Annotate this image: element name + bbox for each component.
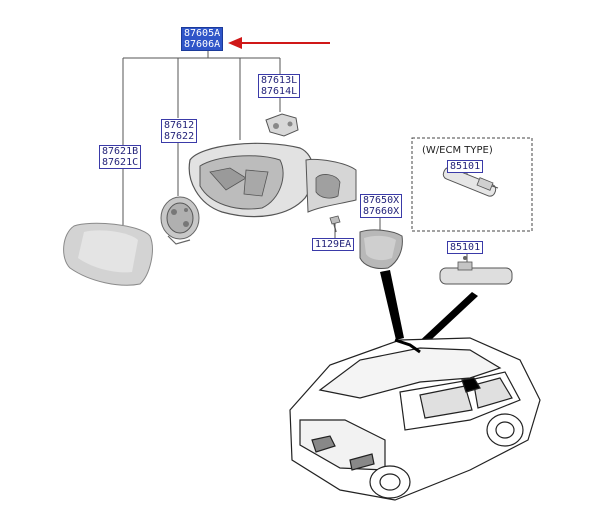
callout-glass-1: 87621B bbox=[102, 146, 139, 157]
ecm-option-box bbox=[411, 137, 533, 232]
mirror-housing bbox=[188, 142, 357, 218]
callout-inside-mirror[interactable]: 85101 bbox=[447, 241, 484, 254]
screw-part bbox=[329, 215, 341, 233]
callout-cover-switch[interactable]: 87613L 87614L bbox=[258, 74, 301, 98]
callout-assembly[interactable]: 87605A 87606A bbox=[181, 27, 224, 51]
callout-cap-1: 87650X bbox=[363, 195, 400, 206]
callout-assembly-1: 87605A bbox=[184, 28, 221, 39]
callout-cap-2: 87660X bbox=[363, 206, 400, 217]
callout-inside-mirror-ecm-1: 85101 bbox=[450, 161, 481, 172]
callout-actuator-2: 87622 bbox=[164, 131, 195, 142]
callout-screw-1: 1129EA bbox=[315, 239, 352, 250]
leader-lines bbox=[122, 50, 468, 262]
mirror-glass bbox=[63, 222, 153, 286]
mirror-actuator bbox=[160, 196, 200, 245]
callout-actuator[interactable]: 87612 87622 bbox=[161, 119, 198, 143]
callout-glass-2: 87621C bbox=[102, 157, 139, 168]
inside-mirror bbox=[439, 256, 513, 285]
callout-inside-mirror-1: 85101 bbox=[450, 242, 481, 253]
mirror-cap bbox=[359, 229, 403, 269]
callout-screw[interactable]: 1129EA bbox=[312, 238, 355, 251]
pointer-wedges bbox=[380, 270, 478, 352]
callout-cover-switch-1: 87613L bbox=[261, 75, 298, 86]
callout-assembly-2: 87606A bbox=[184, 39, 221, 50]
callout-cap[interactable]: 87650X 87660X bbox=[360, 194, 403, 218]
vehicle-illustration bbox=[289, 337, 541, 501]
callout-actuator-1: 87612 bbox=[164, 120, 195, 131]
mirror-switch-part bbox=[265, 113, 299, 137]
callout-inside-mirror-ecm[interactable]: 85101 bbox=[447, 160, 484, 173]
red-arrow-icon bbox=[228, 37, 330, 49]
ecm-title: (W/ECM TYPE) bbox=[422, 145, 493, 156]
callout-glass[interactable]: 87621B 87621C bbox=[99, 145, 142, 169]
callout-cover-switch-2: 87614L bbox=[261, 86, 298, 97]
inside-mirror-ecm bbox=[442, 166, 499, 197]
